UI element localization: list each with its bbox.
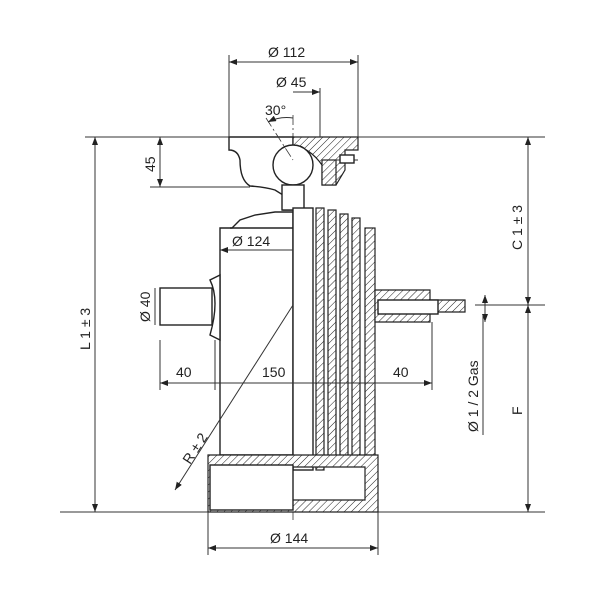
base-diameter-label: Ø 144 bbox=[270, 530, 308, 546]
port-thread-label: Ø 1 / 2 Gas bbox=[465, 360, 481, 432]
ball-diameter-label: Ø 45 bbox=[276, 74, 307, 90]
dimension-lines bbox=[92, 55, 531, 555]
pin-diameter-label: Ø 40 bbox=[137, 291, 153, 322]
head-height-label: 45 bbox=[142, 156, 158, 172]
port-height-label: F bbox=[509, 406, 525, 415]
body-diameter-label: Ø 124 bbox=[232, 233, 270, 249]
right-offset-label: 40 bbox=[393, 364, 409, 380]
ball-angle-label: 30° bbox=[265, 102, 286, 118]
overall-length-label: L 1 ± 3 bbox=[77, 308, 93, 350]
left-offset-label: 40 bbox=[176, 364, 192, 380]
stroke-length-label: C 1 ± 3 bbox=[509, 205, 525, 250]
body-width-label: 150 bbox=[262, 364, 286, 380]
head-diameter-label: Ø 112 bbox=[268, 44, 305, 60]
cylinder-body bbox=[159, 207, 466, 513]
radius-label: R ± 2 bbox=[179, 430, 211, 467]
cylinder-head bbox=[228, 136, 359, 211]
